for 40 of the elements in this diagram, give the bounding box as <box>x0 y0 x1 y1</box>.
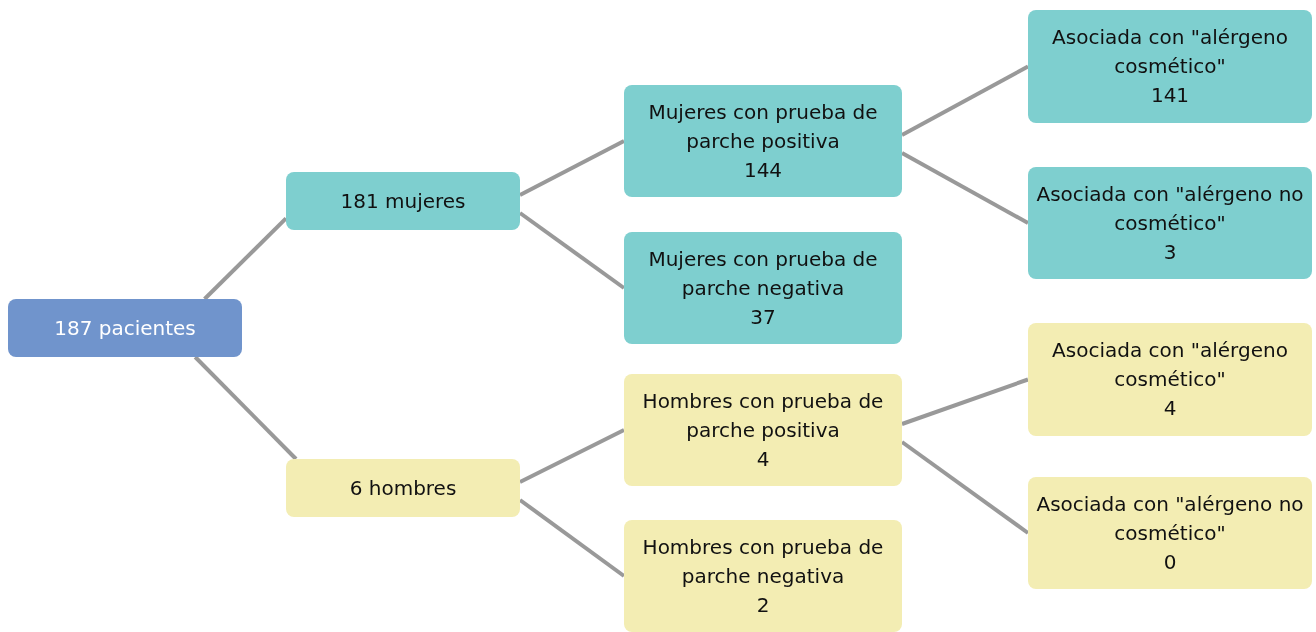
process-box <box>8 299 242 357</box>
connector-line <box>901 151 1029 225</box>
node-label: Asociada con "alérgeno cosmético" <box>1051 24 1289 80</box>
connector-line <box>900 440 1030 535</box>
connector-line <box>518 211 626 290</box>
process-box <box>624 232 902 344</box>
process-box <box>1028 477 1312 589</box>
count-label: 4 <box>1163 395 1177 422</box>
connector-line <box>518 498 626 578</box>
process-box <box>286 172 520 230</box>
process-box <box>624 520 902 632</box>
node-label: Asociada con "alérgeno cosmético" <box>1051 337 1289 393</box>
node-label: Asociada con "alérgeno no cosmético" <box>1035 490 1305 547</box>
node-label: Mujeres con prueba de parche positiva <box>647 98 879 155</box>
process-box <box>286 459 520 517</box>
connector-line <box>193 355 298 461</box>
connector-line <box>519 139 625 197</box>
count-label: 37 <box>750 303 776 331</box>
count-label: 4 <box>756 445 770 473</box>
process-box <box>1028 167 1312 279</box>
count-label: 3 <box>1163 238 1177 266</box>
node-label: Asociada con "alérgeno no cosmético" <box>1035 180 1305 237</box>
count-label: 2 <box>756 591 770 619</box>
connector-line <box>901 377 1029 426</box>
process-box <box>624 374 902 486</box>
connector-line <box>519 428 625 484</box>
node-label: 6 hombres <box>349 474 457 502</box>
process-box <box>1028 323 1312 436</box>
node-label: Hombres con prueba de parche positiva <box>641 387 885 444</box>
connector-line <box>203 216 288 301</box>
node-label: Hombres con prueba de parche negativa <box>641 533 885 590</box>
count-label: 141 <box>1150 82 1190 109</box>
count-label: 144 <box>743 156 783 184</box>
node-label: 181 mujeres <box>340 187 466 215</box>
count-label: 0 <box>1163 548 1177 576</box>
node-label: 187 pacientes <box>54 314 196 342</box>
process-box <box>1028 10 1312 123</box>
connector-line <box>901 64 1029 137</box>
node-label: Mujeres con prueba de parche negativa <box>647 245 879 302</box>
process-box <box>624 85 902 197</box>
